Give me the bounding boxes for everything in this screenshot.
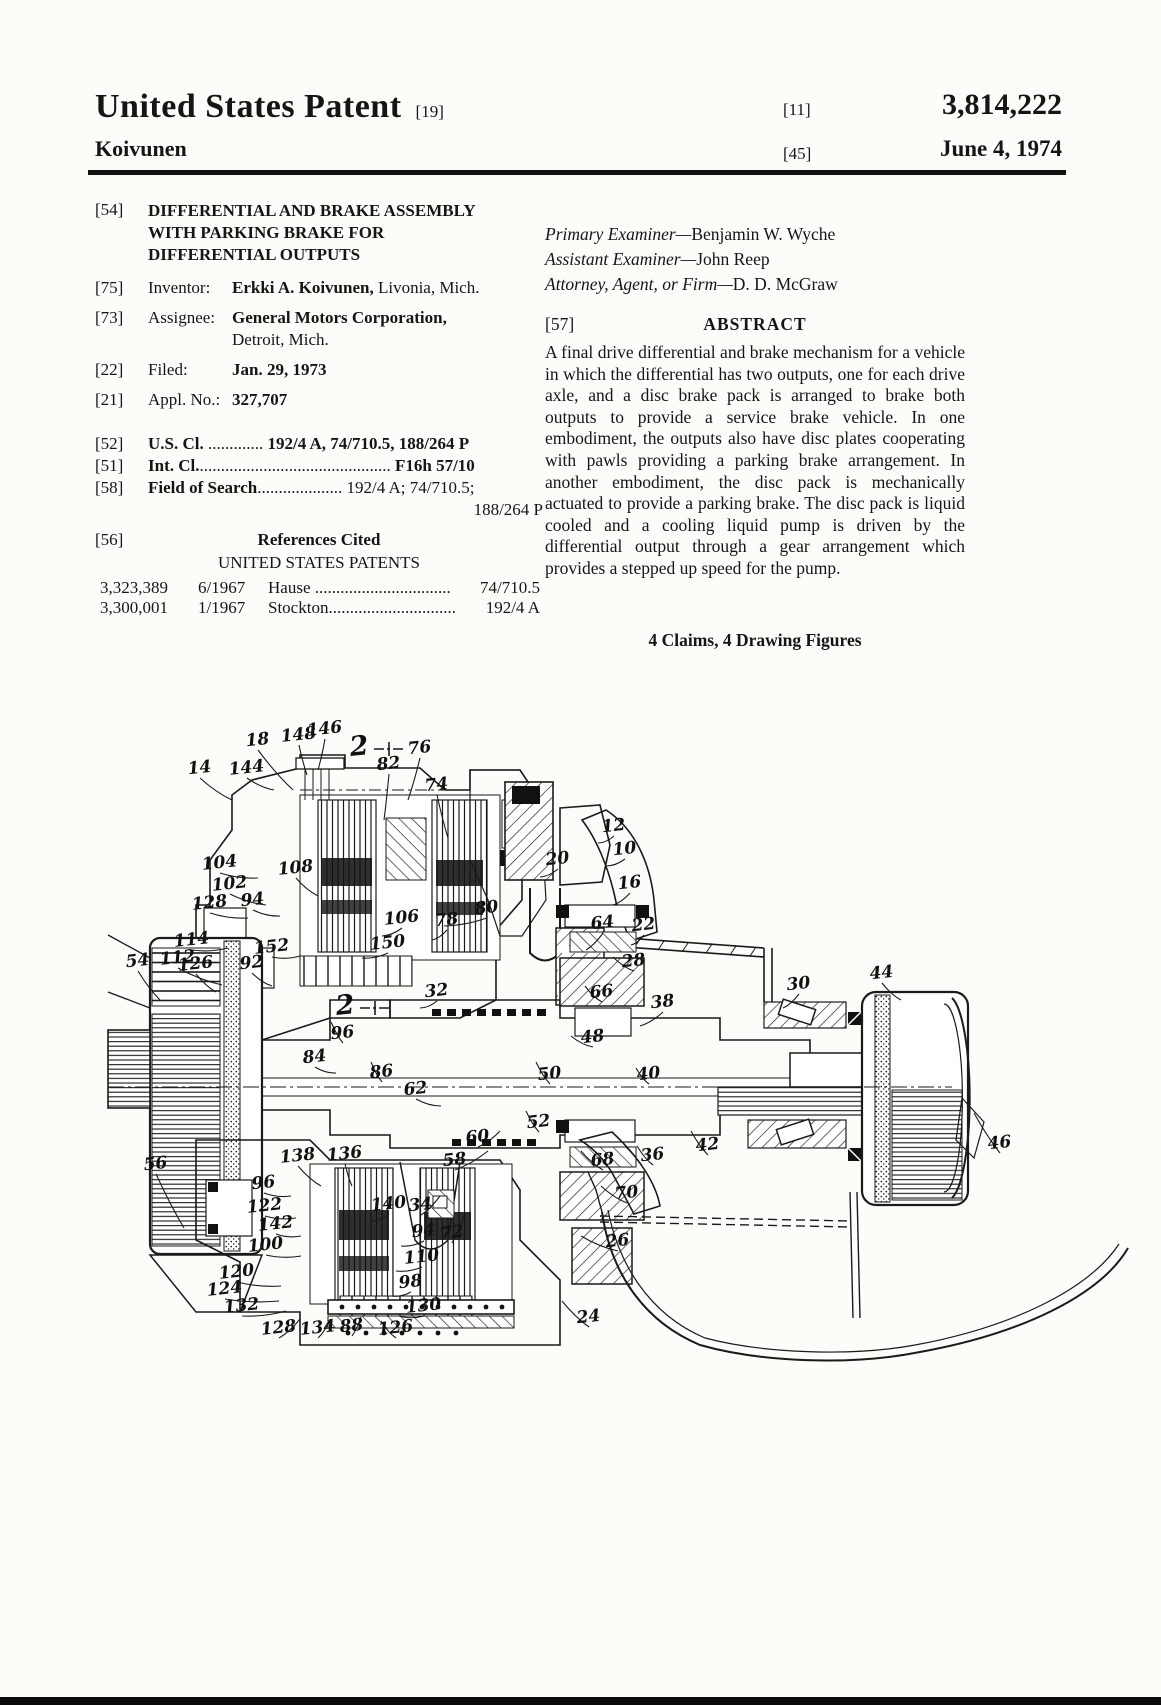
figure-ref-numeral: 50: [537, 1063, 563, 1085]
figure-leader-line: [253, 910, 280, 916]
figure-ref-numeral: 94: [411, 1220, 437, 1242]
figure-ref-numeral: 10: [612, 838, 638, 860]
figure-leader-line: [606, 859, 625, 866]
figure-leader-line: [416, 1099, 441, 1106]
figure-ref-numeral: 100: [247, 1233, 285, 1257]
figure-ref-numeral: 86: [368, 1061, 395, 1083]
figure-ref-numeral: 18: [245, 729, 271, 751]
figure-ref-numeral: 40: [636, 1063, 662, 1085]
figure-ref-numeral: 44: [869, 962, 895, 984]
figure-ref-numeral: 96: [330, 1022, 356, 1044]
figure-leader-line: [315, 1067, 336, 1073]
figure-ref-numeral: 22: [630, 914, 657, 936]
figure-ref-numeral: 20: [544, 848, 571, 870]
figure-leader-line: [200, 778, 232, 800]
figure-leader-line: [420, 1001, 437, 1008]
figure-ref-numeral: 64: [590, 912, 616, 934]
figure-ref-numeral: 2: [347, 730, 370, 763]
figure-ref-numeral: 110: [403, 1245, 441, 1269]
figure-ref-numeral: 26: [604, 1230, 631, 1252]
figure-ref-numeral: 108: [277, 856, 315, 880]
scan-edge: [0, 1697, 1161, 1705]
figure-ref-numeral: 32: [424, 980, 450, 1002]
figure-leader-line: [237, 1282, 281, 1286]
figure-ref-numeral: 146: [306, 717, 344, 741]
figure-ref-numeral: 130: [405, 1294, 443, 1318]
figure-ref-numeral: 134: [299, 1316, 336, 1340]
figure-ref-numeral: 60: [465, 1126, 491, 1148]
figure-ref-numeral: 92: [239, 952, 265, 974]
figure-ref-numeral: 74: [424, 774, 450, 796]
figure-ref-numeral: 96: [251, 1172, 277, 1194]
figure-ref-numeral: 80: [473, 897, 500, 919]
figure-ref-numeral: 84: [301, 1046, 328, 1068]
figure-ref-numeral: 98: [398, 1271, 424, 1293]
figure-ref-numeral: 34: [408, 1194, 434, 1216]
figure-ref-numeral: 16: [617, 872, 643, 894]
figure-ref-numeral: 78: [434, 909, 460, 931]
figure-ref-numeral: 126: [377, 1316, 415, 1340]
figure-ref-numeral: 72: [439, 1222, 465, 1244]
figure-ref-numeral: 88: [338, 1315, 365, 1337]
figure-ref-numeral: 52: [526, 1111, 552, 1133]
figure-ref-numeral: 66: [589, 981, 615, 1003]
figure-ref-numeral: 68: [590, 1149, 616, 1171]
figure-ref-numeral: 38: [650, 991, 676, 1013]
figure-ref-numeral: 138: [279, 1144, 317, 1168]
figure-ref-numeral: 30: [786, 973, 812, 995]
figure-ref-numeral: 144: [228, 756, 265, 780]
figure-ref-numeral: 58: [442, 1149, 468, 1171]
figure-ref-numeral: 14: [187, 757, 213, 779]
figure-ref-numeral: 126: [177, 952, 215, 976]
figure-ref-numeral: 24: [575, 1306, 602, 1328]
figure-ref-numeral: 48: [580, 1026, 606, 1048]
figure-ref-numeral: 76: [407, 737, 433, 759]
figure-ref-numeral: 140: [370, 1192, 408, 1216]
figure-ref-numeral: 2: [333, 989, 356, 1022]
figure-leader-line: [640, 1012, 663, 1026]
figure-ref-numeral: 142: [257, 1212, 295, 1236]
figure-ref-numeral: 42: [695, 1134, 721, 1156]
figure-leader-line: [266, 1255, 301, 1257]
figure-ref-numeral: 12: [601, 815, 627, 837]
figure-ref-numeral: 62: [403, 1078, 429, 1100]
figure-ref-numeral: 56: [143, 1153, 169, 1175]
figure-ref-numeral: 54: [125, 950, 151, 972]
figure-leader-line: [408, 758, 420, 800]
figure-ref-numeral: 46: [987, 1132, 1013, 1154]
figure-ref-numeral: 28: [620, 950, 647, 972]
figure-ref-numeral: 136: [326, 1142, 364, 1166]
figure-ref-numeral: 94: [240, 889, 266, 911]
figure-ref-numeral: 36: [640, 1144, 666, 1166]
figure-ref-numeral: 128: [260, 1316, 298, 1340]
figure-ref-numeral: 104: [201, 851, 238, 875]
figure-ref-numeral: 106: [383, 906, 421, 930]
figure-ref-numeral: 128: [191, 891, 229, 915]
figure-ref-numeral: 132: [223, 1294, 261, 1318]
figure-ref-numeral: 82: [375, 753, 402, 775]
figure-ref-numeral: 70: [614, 1182, 640, 1204]
